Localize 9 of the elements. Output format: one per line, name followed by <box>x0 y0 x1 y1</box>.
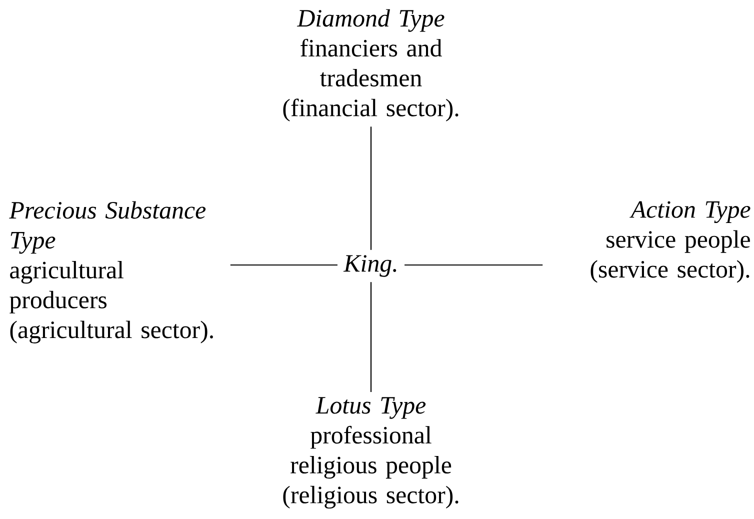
connector-line <box>230 264 338 266</box>
connector-line <box>370 282 372 392</box>
type-description: Precious Substance Type agricultural producers (agricultural sector). <box>9 201 213 344</box>
type-description: Diamond Type financiers and tradesmen (financial sector). <box>283 9 458 122</box>
king-label: King. <box>343 255 396 277</box>
connector-line <box>404 264 543 266</box>
type-description: Action Type service people (service sector). <box>590 201 750 283</box>
type-description: Lotus Type professional religious people (religious sector). <box>283 397 458 509</box>
connector-line <box>370 126 372 250</box>
